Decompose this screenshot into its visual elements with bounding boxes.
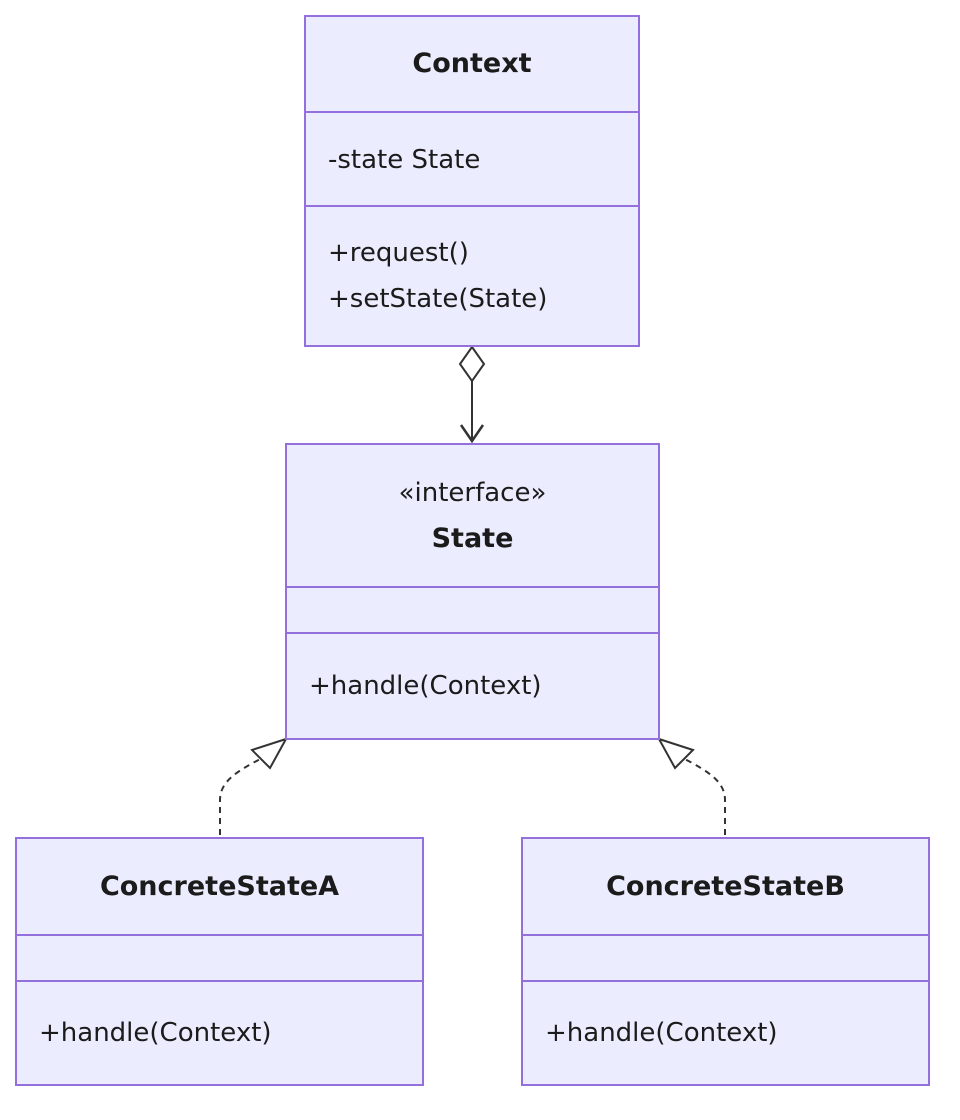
class-state-methods: +handle(Context) xyxy=(287,632,658,738)
class-name: State xyxy=(431,522,514,554)
class-context-header: Context xyxy=(306,17,638,111)
class-concretestateb-header: ConcreteStateB xyxy=(523,839,928,934)
class-concretestatea: ConcreteStateA +handle(Context) xyxy=(15,837,424,1086)
class-context-methods: +request() +setState(State) xyxy=(306,205,638,345)
method: +handle(Context) xyxy=(39,1018,272,1048)
class-state: «interface» State +handle(Context) xyxy=(285,443,660,740)
method: +handle(Context) xyxy=(309,671,542,701)
realization-edge-concretestateb-state xyxy=(656,737,726,835)
realization-triangle-a xyxy=(250,737,289,770)
class-name: ConcreteStateA xyxy=(99,870,340,902)
aggregation-edge-context-state xyxy=(458,345,486,444)
class-concretestateb: ConcreteStateB +handle(Context) xyxy=(521,837,930,1086)
realization-edge-concretestatea-state xyxy=(219,737,289,835)
stereotype-label: «interface» xyxy=(398,477,547,508)
class-concretestatea-attributes xyxy=(17,934,422,982)
class-concretestateb-attributes xyxy=(523,934,928,982)
realization-triangle-b xyxy=(656,737,695,770)
class-context: Context -state State +request() +setStat… xyxy=(304,15,640,347)
class-name: ConcreteStateB xyxy=(606,870,845,902)
method: +setState(State) xyxy=(328,284,548,314)
class-state-header: «interface» State xyxy=(287,445,658,586)
method: +request() xyxy=(328,238,469,268)
class-name: Context xyxy=(412,48,532,79)
class-state-attributes xyxy=(287,586,658,634)
class-concretestatea-methods: +handle(Context) xyxy=(17,980,422,1084)
aggregation-diamond xyxy=(458,345,486,383)
attribute: -state State xyxy=(328,145,481,175)
arrowhead xyxy=(459,424,485,444)
method: +handle(Context) xyxy=(545,1018,778,1048)
class-concretestateb-methods: +handle(Context) xyxy=(523,980,928,1084)
class-concretestatea-header: ConcreteStateA xyxy=(17,839,422,934)
class-context-attributes: -state State xyxy=(306,111,638,207)
